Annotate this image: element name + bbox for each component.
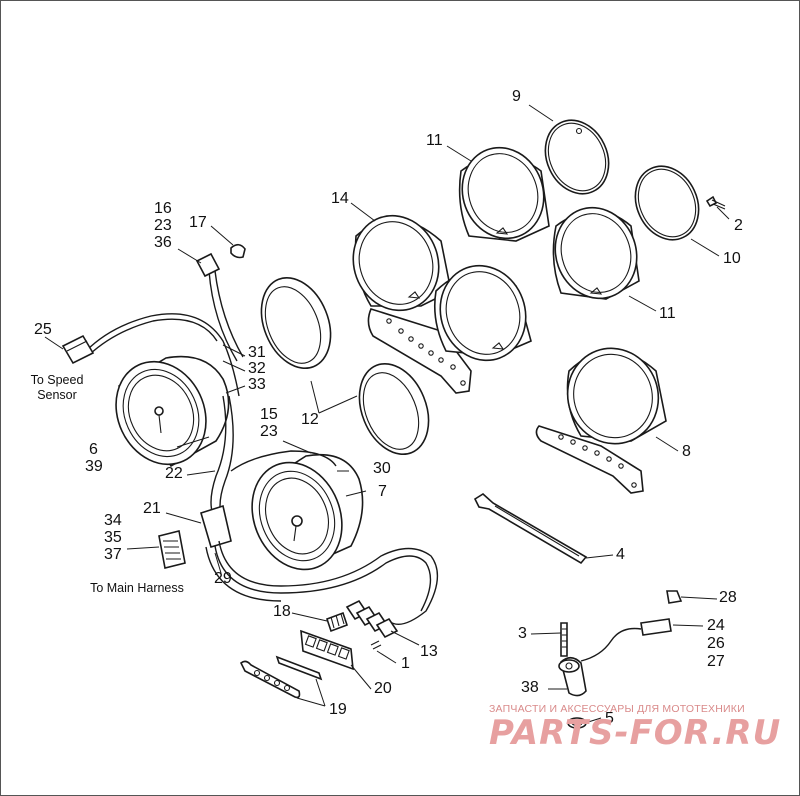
callout-38: 38: [521, 679, 539, 696]
caption-to-speed-sensor-line2: Sensor: [37, 388, 77, 402]
caption-to-speed-sensor-line1: To Speed: [30, 373, 84, 387]
callout-15: 15: [260, 406, 278, 423]
callout-35: 35: [104, 529, 122, 546]
trim-ring-upper: [260, 277, 332, 369]
gasket: [634, 165, 700, 241]
callout-30: 30: [373, 460, 391, 477]
callout-20: 20: [374, 680, 392, 697]
callout-27: 27: [707, 653, 725, 670]
callout-10: 10: [723, 250, 741, 267]
callout-8: 8: [682, 443, 691, 460]
watermark-tagline: ЗАПЧАСТИ И АКСЕССУАРЫ ДЛЯ МОТОТЕХНИКИ: [489, 703, 745, 715]
callout-24: 24: [707, 617, 725, 634]
callout-1: 1: [401, 655, 410, 672]
screw: [705, 195, 726, 210]
callout-17: 17: [189, 214, 207, 231]
cable-strap: [473, 493, 588, 565]
callout-33: 33: [248, 376, 266, 393]
callout-36: 36: [154, 234, 172, 251]
caption-to-main-harness: To Main Harness: [90, 581, 184, 595]
gauge-cup-upper: [458, 146, 550, 242]
tachometer-gauge: [251, 453, 364, 571]
callout-12: 12: [301, 411, 319, 428]
callout-23-lower: 23: [260, 423, 278, 440]
gauge-cup-lower: [552, 206, 640, 300]
callout-29: 29: [214, 570, 232, 587]
callout-34: 34: [104, 512, 122, 529]
callout-16: 16: [154, 200, 172, 217]
callout-21: 21: [143, 500, 161, 517]
callout-6: 6: [89, 441, 98, 458]
speedometer-gauge: [115, 355, 230, 468]
callout-39: 39: [85, 458, 103, 475]
callout-18: 18: [273, 603, 291, 620]
callout-5: 5: [605, 710, 614, 727]
trim-ring-lower: [358, 363, 430, 455]
callout-32: 32: [248, 360, 266, 377]
callout-19: 19: [329, 701, 347, 718]
callout-7: 7: [378, 483, 387, 500]
callout-23-upper: 23: [154, 217, 172, 234]
callout-4: 4: [616, 546, 625, 563]
callout-26: 26: [707, 635, 725, 652]
callout-11-lower: 11: [659, 305, 676, 322]
callout-13: 13: [420, 643, 438, 660]
dual-gauge-cup-bracket: [352, 214, 532, 394]
callout-3: 3: [518, 625, 527, 642]
callout-9: 9: [512, 88, 521, 105]
wiring-harness: [61, 243, 439, 699]
callout-37: 37: [104, 546, 122, 563]
speed-sensor: [558, 590, 683, 729]
callout-28: 28: [719, 589, 737, 606]
callout-22: 22: [165, 465, 183, 482]
gauge-lens: [544, 119, 610, 195]
callout-11-upper: 11: [426, 132, 443, 149]
single-gauge-cup-bracket: [535, 347, 667, 494]
callout-14: 14: [331, 190, 349, 207]
watermark-logo: PARTS-FOR.RU: [489, 713, 782, 753]
leader-lines: [44, 104, 730, 724]
callout-2: 2: [734, 217, 743, 234]
callout-25: 25: [34, 321, 52, 338]
callout-31: 31: [248, 344, 266, 361]
